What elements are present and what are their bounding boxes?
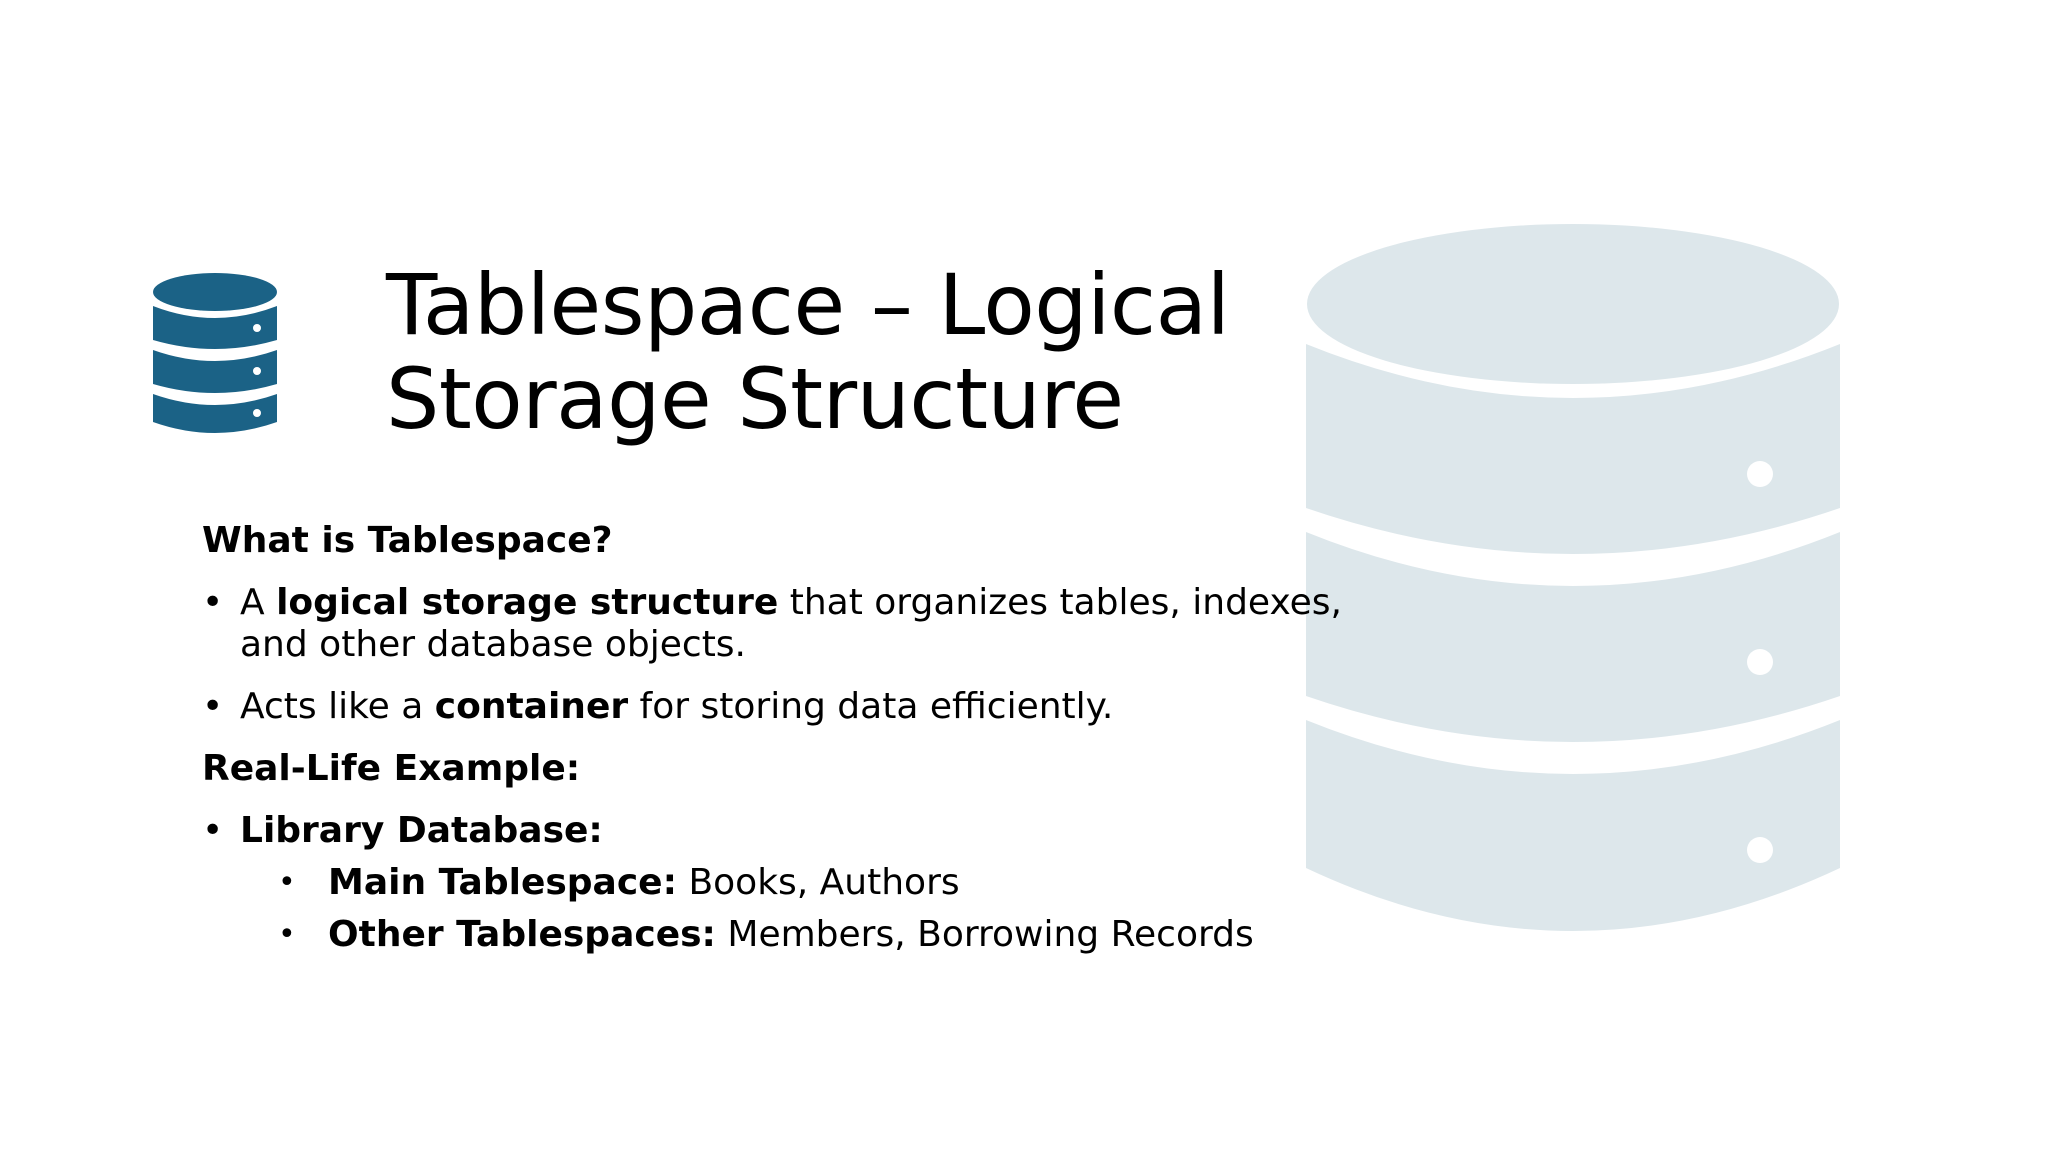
list-item: A logical storage structure that organiz…	[202, 582, 1342, 666]
sub-bullet-bold-text: Other Tablespaces:	[328, 914, 716, 955]
sub-list-item: Main Tablespace: Books, Authors	[202, 862, 1342, 904]
bullet-line-2: and other database objects.	[240, 624, 747, 665]
database-icon-large	[1306, 224, 1840, 931]
sub-bullet-text: Members, Borrowing Records	[715, 914, 1254, 955]
bullet-text: for storing data efficiently.	[628, 686, 1114, 727]
section-heading-example: Real-Life Example:	[202, 748, 581, 789]
bullet-bold-text: logical storage structure	[276, 582, 779, 623]
list-item: Library Database:	[202, 810, 1342, 852]
bullet-text: that organizes tables, indexes,	[778, 582, 1342, 623]
sub-list-item: Other Tablespaces: Members, Borrowing Re…	[202, 914, 1342, 956]
title-line-2: Storage Structure	[386, 350, 1124, 448]
bullet-bold-text: Library Database:	[240, 810, 603, 851]
sub-bullet-text: Books, Authors	[677, 862, 960, 903]
section-heading-what-is: What is Tablespace?	[202, 520, 613, 561]
bullet-bold-text: container	[434, 686, 629, 727]
bullet-line-1: A logical storage structure that organiz…	[240, 582, 1342, 624]
bullet-text: A	[240, 582, 277, 623]
slide-content: What is Tablespace? A logical storage st…	[202, 520, 1342, 966]
bullet-text: Acts like a	[240, 686, 435, 727]
database-icon	[153, 273, 277, 433]
title-line-1: Tablespace – Logical	[386, 256, 1230, 354]
list-item: Acts like a container for storing data e…	[202, 686, 1342, 728]
sub-bullet-bold-text: Main Tablespace:	[328, 862, 677, 903]
page-title: Tablespace – Logical Storage Structure	[386, 258, 1286, 446]
